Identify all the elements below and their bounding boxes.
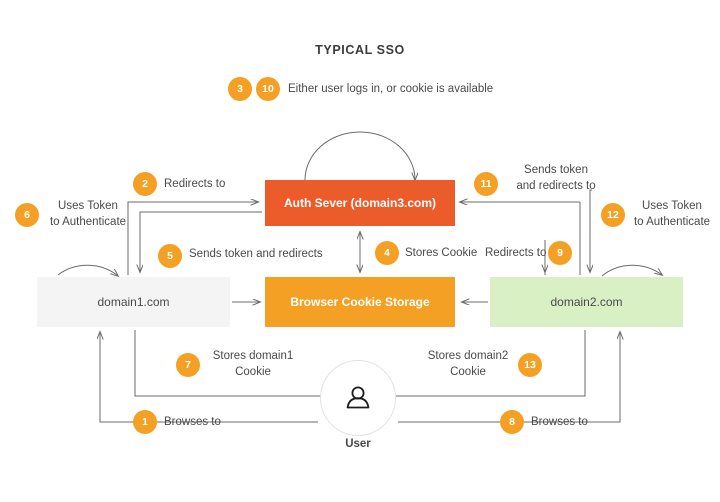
- step-badge-6[interactable]: 6: [15, 203, 39, 227]
- step-label-1: Browses to: [164, 416, 221, 428]
- step-badge-8[interactable]: 8: [500, 410, 524, 434]
- step-label-4: Stores Cookie: [405, 247, 478, 259]
- step-label-3-10: Either user logs in, or cookie is availa…: [288, 83, 494, 95]
- step-label-2: Redirects to: [164, 178, 226, 190]
- step-badge-5[interactable]: 5: [158, 244, 182, 268]
- step-badge-1[interactable]: 1: [133, 410, 157, 434]
- page-title: TYPICAL SSO: [315, 43, 405, 57]
- step-label-7: Stores domain1 Cookie: [212, 350, 294, 378]
- step-badge-10[interactable]: 10: [256, 77, 280, 101]
- node-domain1-label: domain1.com: [97, 294, 170, 309]
- step-label-6: Uses Token to Authenticate: [49, 200, 127, 228]
- step-label-9: Redirects to: [485, 247, 547, 259]
- node-user[interactable]: [320, 360, 396, 436]
- step-label-5: Sends token and redirects: [189, 248, 323, 260]
- node-domain1[interactable]: domain1.com: [37, 277, 230, 327]
- step-label-13: Stores domain2 Cookie: [427, 350, 509, 378]
- step-badge-3[interactable]: 3: [228, 77, 252, 101]
- step-badge-9[interactable]: 9: [548, 241, 572, 265]
- step-label-8: Browses to: [531, 416, 588, 428]
- step-badge-4[interactable]: 4: [375, 241, 399, 265]
- node-cookie-storage-label: Browser Cookie Storage: [290, 294, 430, 309]
- node-browser-cookie-storage[interactable]: Browser Cookie Storage: [265, 277, 455, 327]
- step-badge-7[interactable]: 7: [176, 353, 200, 377]
- node-domain2[interactable]: domain2.com: [490, 277, 683, 327]
- step-badge-12[interactable]: 12: [601, 203, 625, 227]
- step-badge-11[interactable]: 11: [474, 172, 498, 196]
- step-label-12: Uses Token to Authenticate: [633, 200, 711, 228]
- node-auth-server[interactable]: Auth Sever (domain3.com): [265, 180, 455, 226]
- step-label-11: Sends token and redirects to: [516, 164, 596, 192]
- node-user-label: User: [345, 438, 371, 450]
- step-badge-2[interactable]: 2: [133, 172, 157, 196]
- person-icon: [346, 386, 370, 409]
- step-badge-13[interactable]: 13: [518, 353, 542, 377]
- node-domain2-label: domain2.com: [550, 294, 623, 309]
- node-auth-server-label: Auth Sever (domain3.com): [283, 195, 437, 210]
